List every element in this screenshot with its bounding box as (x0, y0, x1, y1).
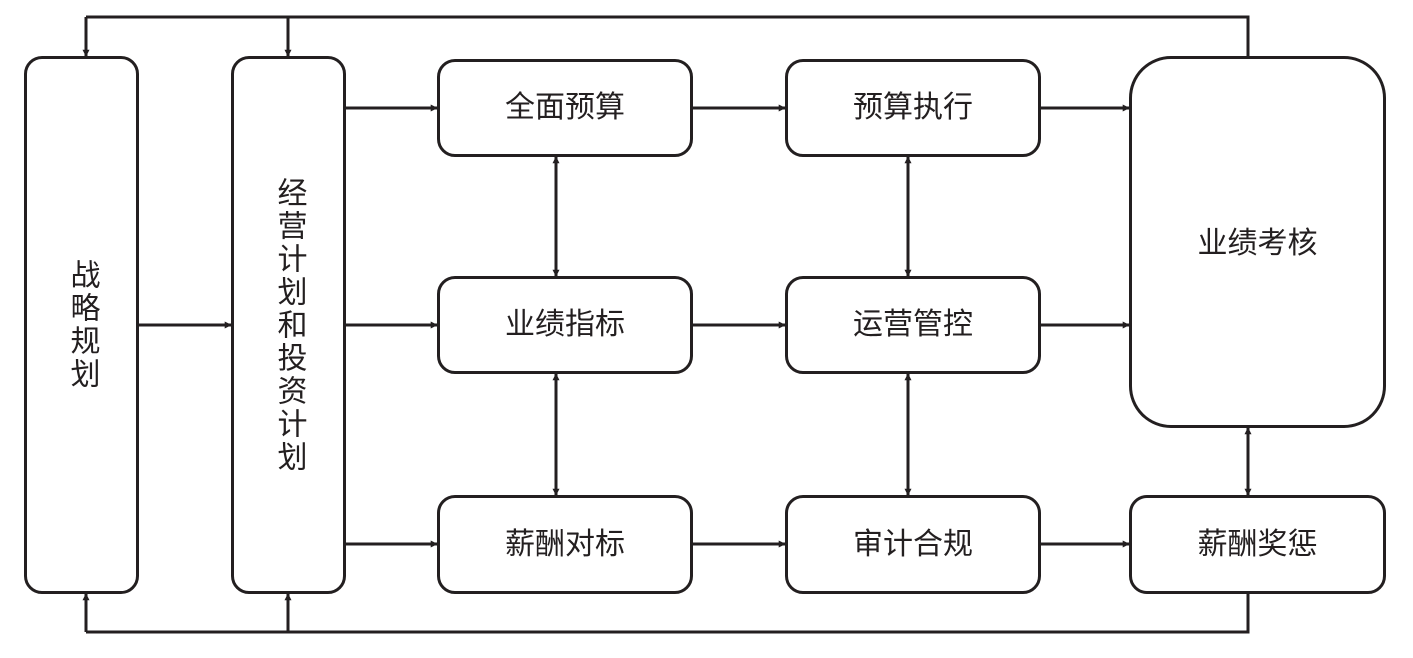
performance-assessment-label: 业绩考核 (1197, 226, 1318, 261)
strategy-node: 战略规划 (24, 56, 139, 594)
salary-reward-label: 薪酬奖惩 (1197, 526, 1318, 562)
feedback-line-top (86, 15, 1250, 56)
performance-assessment-node: 业绩考核 (1129, 56, 1386, 428)
full-budget-node: 全面预算 (437, 59, 693, 157)
audit-compliance-label: 审计合规 (853, 526, 973, 562)
business-plan-node: 经营计划和投资计划 (231, 56, 346, 594)
performance-index-node: 业绩指标 (437, 276, 693, 374)
salary-reward-node: 薪酬奖惩 (1129, 495, 1386, 594)
business-plan-label: 经营计划和投资计划 (271, 176, 307, 474)
audit-compliance-node: 审计合规 (785, 495, 1041, 594)
strategy-label: 战略规划 (64, 259, 100, 391)
feedback-line-bottom (86, 594, 1250, 634)
performance-index-label: 业绩指标 (505, 307, 625, 342)
salary-benchmark-node: 薪酬对标 (437, 495, 693, 594)
salary-benchmark-label: 薪酬对标 (505, 526, 625, 562)
full-budget-label: 全面预算 (505, 90, 625, 125)
operation-control-label: 运营管控 (853, 307, 973, 342)
budget-execution-node: 预算执行 (785, 59, 1041, 157)
budget-execution-label: 预算执行 (853, 90, 973, 125)
operation-control-node: 运营管控 (785, 276, 1041, 374)
